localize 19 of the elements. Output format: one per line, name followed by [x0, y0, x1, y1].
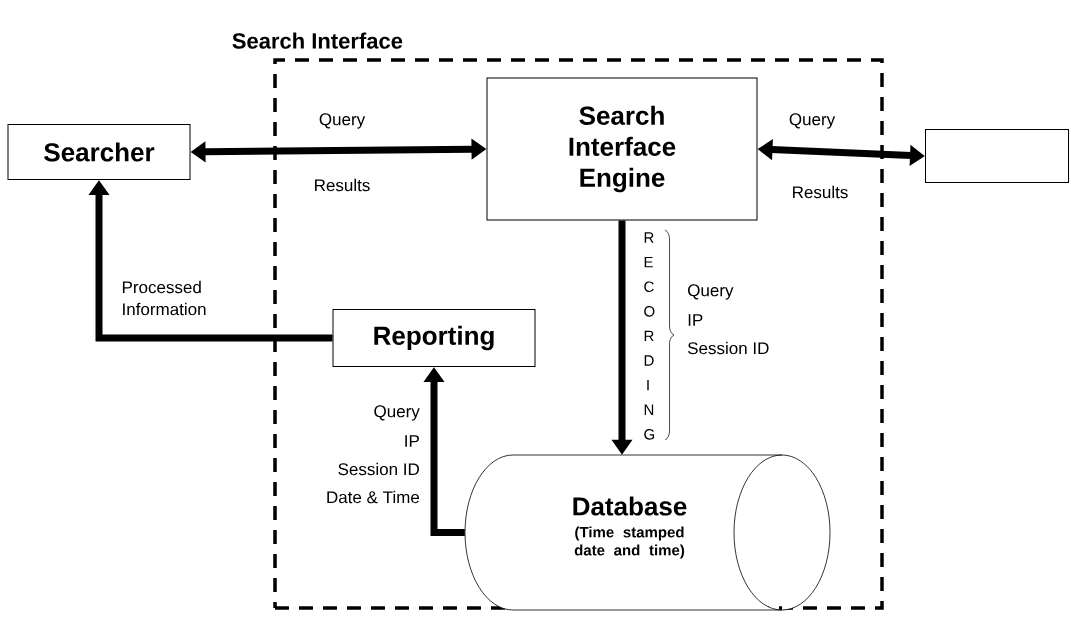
label: Query: [688, 284, 734, 300]
label: Session ID: [688, 341, 769, 355]
label: Date & Time: [327, 490, 420, 504]
process-box: Reporting: [332, 309, 536, 367]
label: Results: [315, 178, 370, 192]
node-label: Search Interface: [232, 32, 403, 49]
process-box: Search Interface Engine: [486, 77, 758, 221]
label: IP: [688, 314, 703, 326]
database-cylinder: Database (Time stamped date and time): [464, 454, 831, 611]
edge-label: RECORDING: [644, 232, 655, 440]
process-box: Searcher: [7, 124, 191, 180]
box: [925, 129, 1069, 183]
edge-label: Query: [789, 113, 836, 129]
edge-label: Query: [319, 113, 366, 129]
edge-label: Processed Information: [122, 280, 206, 316]
label: IP: [405, 435, 419, 447]
label: Results: [793, 185, 848, 199]
label: Query: [374, 405, 420, 421]
label: Session ID: [338, 462, 419, 476]
